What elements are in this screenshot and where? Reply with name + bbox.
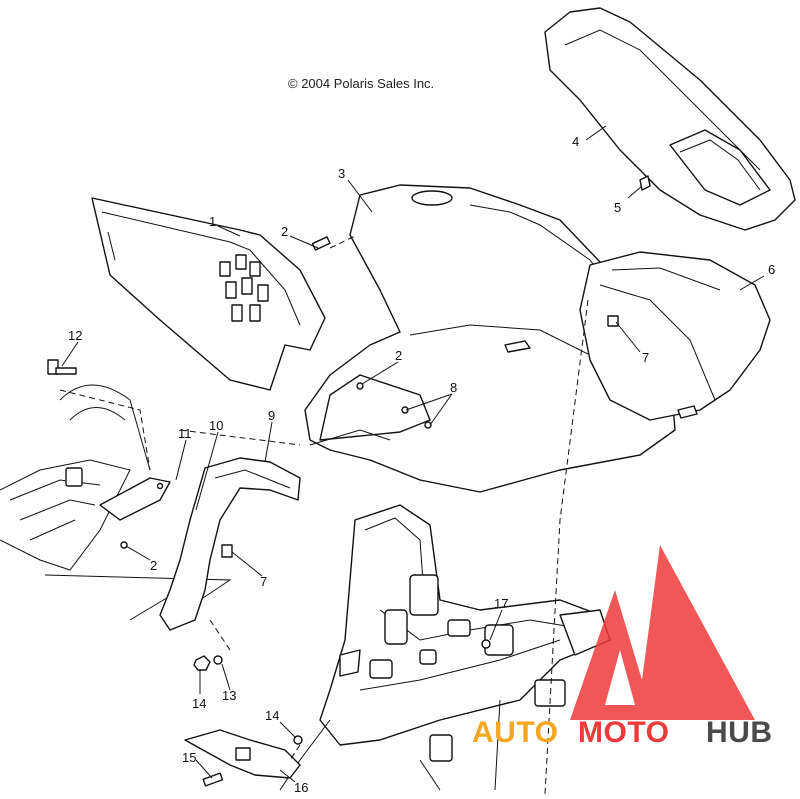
callout-7-lower: 7 [260, 574, 267, 589]
callout-1: 1 [209, 214, 216, 229]
callout-2-lower: 2 [150, 558, 157, 573]
callout-7-upper: 7 [642, 350, 649, 365]
part-10-bracket [99, 477, 171, 521]
part-1-left-panel [91, 197, 326, 391]
copyright-notice: © 2004 Polaris Sales Inc. [288, 76, 435, 91]
callout-6: 6 [768, 262, 775, 277]
callout-15: 15 [182, 750, 196, 765]
callout-14-left: 14 [192, 696, 206, 711]
part-16-plate [184, 729, 301, 779]
part-4-seat [544, 7, 796, 231]
callout-13: 13 [222, 688, 236, 703]
callout-numbers: 1 2 3 4 5 6 7 2 8 9 10 11 12 2 7 14 13 1… [68, 134, 775, 795]
watermark-text-hub: HUB [706, 716, 773, 749]
callout-17: 17 [494, 596, 508, 611]
part-9-fender-flare [159, 457, 301, 631]
callout-16: 16 [294, 780, 308, 794]
callout-2-middle: 2 [395, 348, 402, 363]
part-3-hood [304, 184, 676, 493]
callout-9: 9 [268, 408, 275, 423]
callout-12: 12 [68, 328, 82, 343]
watermark-text-moto: MOTO [578, 716, 669, 749]
hardware [47, 175, 651, 787]
footwell-context [0, 384, 232, 621]
leader-lines [61, 125, 765, 783]
watermark-text: AUTO MOTO HUB [472, 716, 773, 749]
callout-14-lower: 14 [265, 708, 279, 723]
callout-10: 10 [209, 418, 223, 433]
assembly-lines [59, 235, 589, 795]
callout-3: 3 [338, 166, 345, 181]
watermark-text-auto: AUTO [472, 716, 558, 749]
callout-11: 11 [178, 426, 192, 441]
part-6-rear-fender [579, 251, 771, 421]
watermark-triangle-icon [570, 545, 755, 720]
callout-5: 5 [614, 200, 621, 215]
frame-assembly [279, 504, 611, 791]
callout-4: 4 [572, 134, 579, 149]
callout-8: 8 [450, 380, 457, 395]
watermark-logo [570, 545, 755, 720]
callout-2-upper: 2 [281, 224, 288, 239]
